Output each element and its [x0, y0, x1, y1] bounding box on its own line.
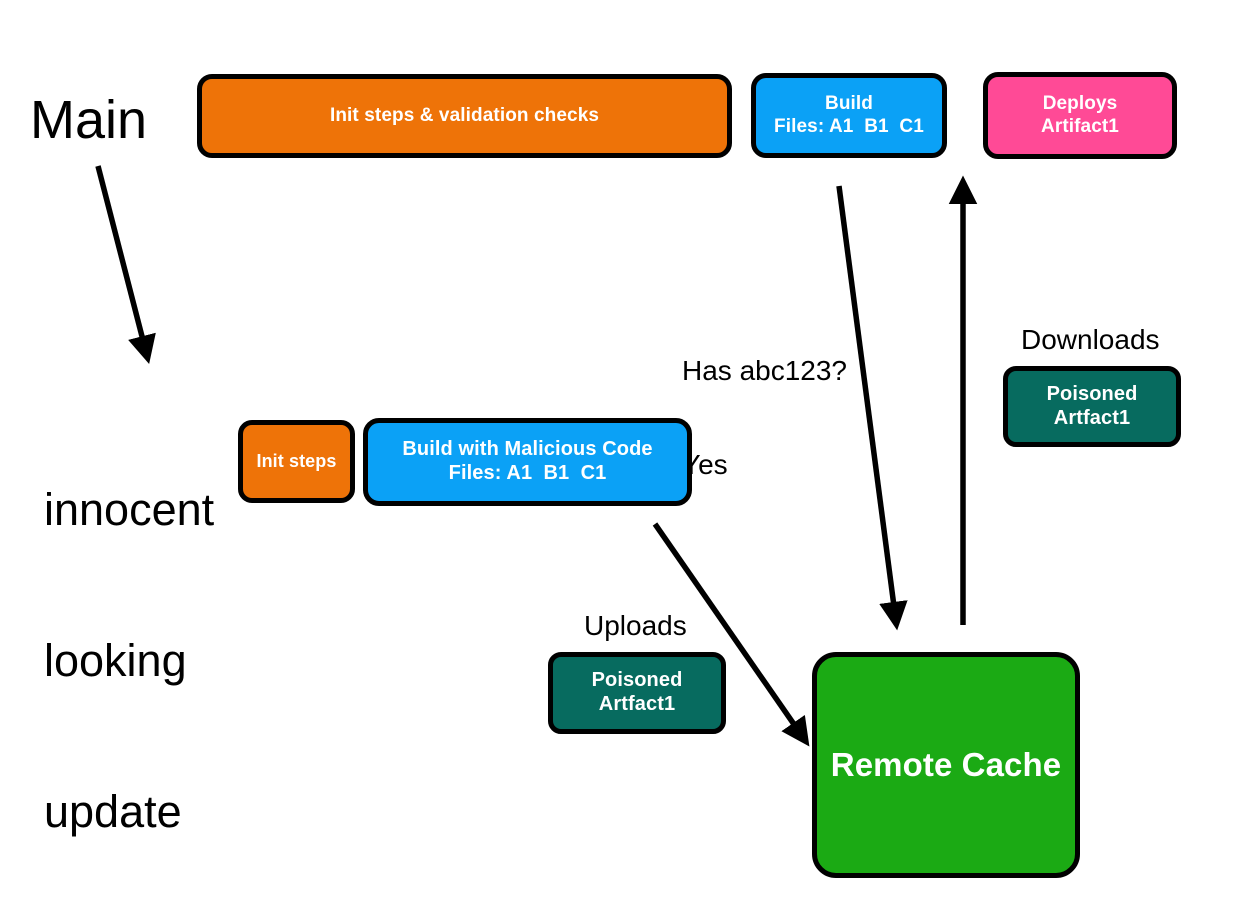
- feature-branch-label-line1: innocent: [44, 483, 215, 535]
- node-main-init-steps: Init steps & validation checks: [197, 74, 732, 158]
- node-pr-init-steps-label: Init steps: [256, 450, 337, 471]
- feature-branch-label: innocent looking update: [44, 384, 214, 908]
- cache-query-label: Has abc123? Yes: [682, 292, 847, 543]
- uploads-label: Uploads: [584, 610, 687, 641]
- node-main-deploy-line1: Deploys: [1042, 93, 1118, 115]
- node-pr-init-steps: Init steps: [238, 420, 355, 503]
- main-to-feature-branch-arrow: [95, 165, 156, 364]
- node-pr-malicious-build-line2: Files: A1 B1 C1: [448, 462, 607, 484]
- feature-branch-label-line3: update: [44, 786, 182, 838]
- main-branch-label: Main: [30, 90, 148, 150]
- node-remote-cache: Remote Cache: [812, 652, 1080, 878]
- node-poisoned-artifact-download-line1: Poisoned: [1046, 382, 1138, 405]
- node-poisoned-artifact-upload-line1: Poisoned: [591, 669, 683, 692]
- node-main-init-steps-label: Init steps & validation checks: [329, 104, 600, 126]
- feature-branch-label-line2: looking: [44, 634, 187, 686]
- node-remote-cache-label: Remote Cache: [830, 745, 1062, 783]
- node-main-deploy-line2: Artifact1: [1041, 115, 1119, 137]
- cache-query-label-line2: Yes: [682, 448, 728, 480]
- node-poisoned-artifact-download: Poisoned Artfact1: [1003, 366, 1181, 447]
- node-pr-malicious-build-line1: Build with Malicious Code: [402, 438, 653, 461]
- node-main-build-line1: Build: [825, 93, 873, 115]
- build-cache-lookup-arrow: [836, 185, 908, 631]
- downloads-label: Downloads: [1021, 324, 1160, 355]
- node-poisoned-artifact-download-line2: Artfact1: [1053, 406, 1131, 429]
- node-poisoned-artifact-upload: Poisoned Artfact1: [548, 652, 726, 734]
- node-pr-malicious-build: Build with Malicious Code Files: A1 B1 C…: [363, 418, 692, 506]
- node-main-deploy: Deploys Artifact1: [983, 72, 1177, 159]
- node-poisoned-artifact-upload-line2: Artfact1: [598, 693, 676, 715]
- node-main-build-line2: Files: A1 B1 C1: [774, 115, 924, 137]
- node-main-build: Build Files: A1 B1 C1: [751, 73, 947, 158]
- cache-query-label-line1: Has abc123?: [682, 354, 848, 386]
